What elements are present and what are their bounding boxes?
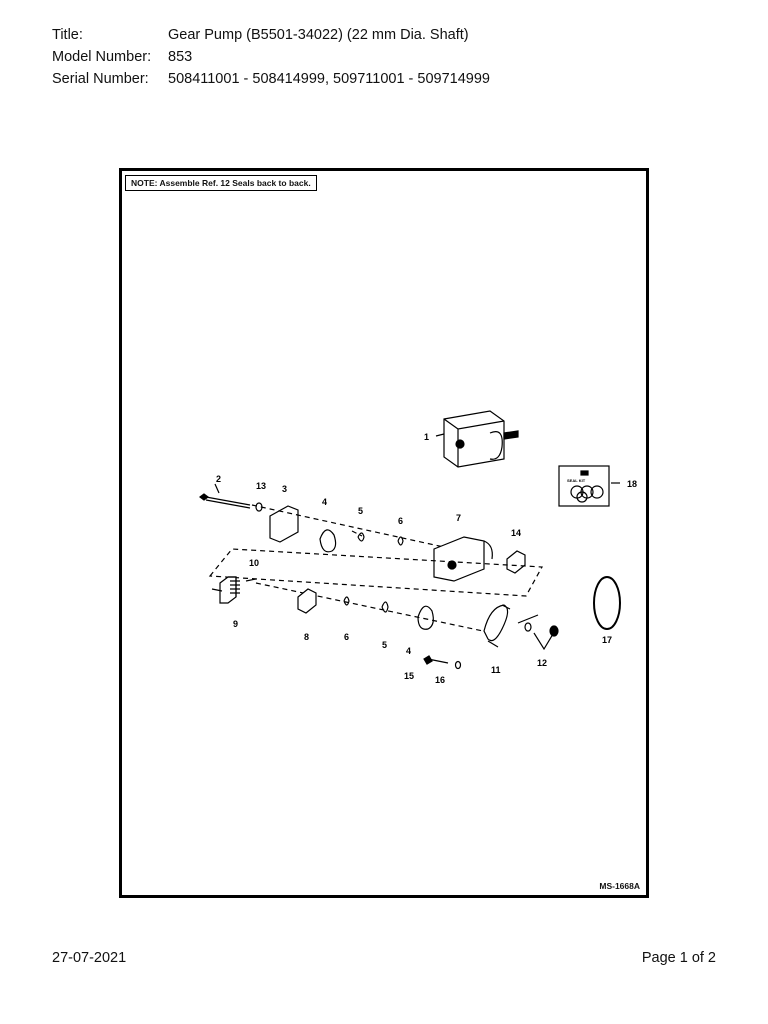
callout-1: 1 — [424, 432, 429, 442]
bushing-part-8 — [297, 588, 317, 614]
parts-diagram-frame: 1 2 13 3 4 5 6 7 14 18 10 9 8 6 5 4 11 1… — [119, 168, 649, 898]
title-label: Title: — [52, 27, 83, 43]
seal-ring-5-lower — [381, 601, 389, 613]
gear-set-part — [211, 576, 257, 604]
title-value: Gear Pump (B5501-34022) (22 mm Dia. Shaf… — [168, 27, 469, 43]
model-number-label: Model Number: — [52, 49, 152, 65]
callout-5-lower: 5 — [382, 640, 387, 650]
page-indicator: Page 1 of 2 — [641, 950, 716, 966]
callout-8: 8 — [304, 632, 309, 642]
callout-4-lower: 4 — [406, 646, 411, 656]
callout-9: 9 — [233, 619, 238, 629]
callout-13: 13 — [256, 481, 266, 491]
callout-12: 12 — [537, 658, 547, 668]
callout-10: 10 — [249, 558, 259, 568]
serial-number-value: 508411001 - 508414999, 509711001 - 50971… — [168, 71, 490, 87]
screw-part — [423, 655, 449, 665]
mounting-flange-part — [483, 604, 511, 648]
drawing-reference: MS-1668A — [599, 881, 640, 891]
callout-15: 15 — [404, 671, 414, 681]
seal-kit-label: SEAL KIT — [567, 478, 586, 483]
seal-ring-6-lower — [343, 596, 350, 606]
lock-washer-part — [454, 660, 462, 670]
callout-4: 4 — [322, 497, 327, 507]
seal-ring-4 — [319, 529, 337, 553]
callout-6-lower: 6 — [344, 632, 349, 642]
pump-body-part — [433, 536, 493, 582]
end-cover-part — [269, 505, 299, 543]
assembly-note: NOTE: Assemble Ref. 12 Seals back to bac… — [125, 175, 317, 191]
serial-number-label: Serial Number: — [52, 71, 149, 87]
callout-2: 2 — [216, 474, 221, 484]
print-date: 27-07-2021 — [52, 950, 127, 966]
callout-6: 6 — [398, 516, 403, 526]
bushing-part-14 — [506, 550, 526, 574]
callout-11: 11 — [491, 665, 501, 675]
callout-5: 5 — [358, 506, 363, 516]
bolt-part — [199, 483, 251, 509]
callout-14: 14 — [511, 528, 521, 538]
shaft-seal-12a — [524, 622, 532, 632]
model-number-value: 853 — [168, 49, 193, 65]
large-o-ring-part — [593, 576, 621, 630]
callout-3: 3 — [282, 484, 287, 494]
seal-ring-6 — [397, 536, 404, 546]
callout-16: 16 — [435, 675, 445, 685]
seal-ring-5 — [357, 532, 365, 542]
exploded-parts-drawing: 1 2 13 3 4 5 6 7 14 18 10 9 8 6 5 4 11 1… — [199, 410, 637, 685]
shaft-seal-12b — [549, 625, 559, 637]
gear-pump-assembly — [435, 410, 519, 468]
seal-ring-4-lower — [417, 605, 434, 630]
callout-18: 18 — [627, 479, 637, 489]
callout-17: 17 — [602, 635, 612, 645]
seal-kit-box — [558, 465, 620, 507]
callout-7: 7 — [456, 513, 461, 523]
